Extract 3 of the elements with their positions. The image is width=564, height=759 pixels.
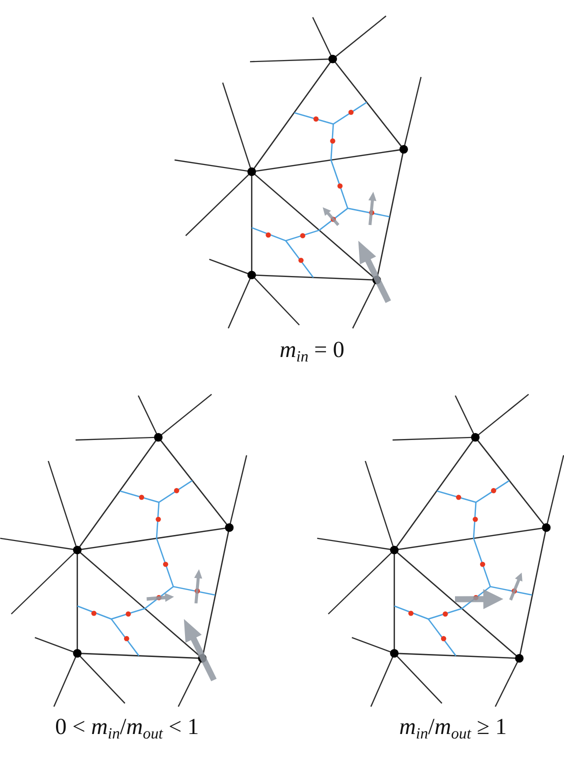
formula-label: m$_{in}$ = 0 [280, 336, 344, 364]
formula-label: 0 < m$_{in}$/m$_{out}$ < 1 [55, 713, 199, 741]
formula-label: m$_{in}$/m$_{out}$ ≥ 1 [399, 713, 507, 741]
